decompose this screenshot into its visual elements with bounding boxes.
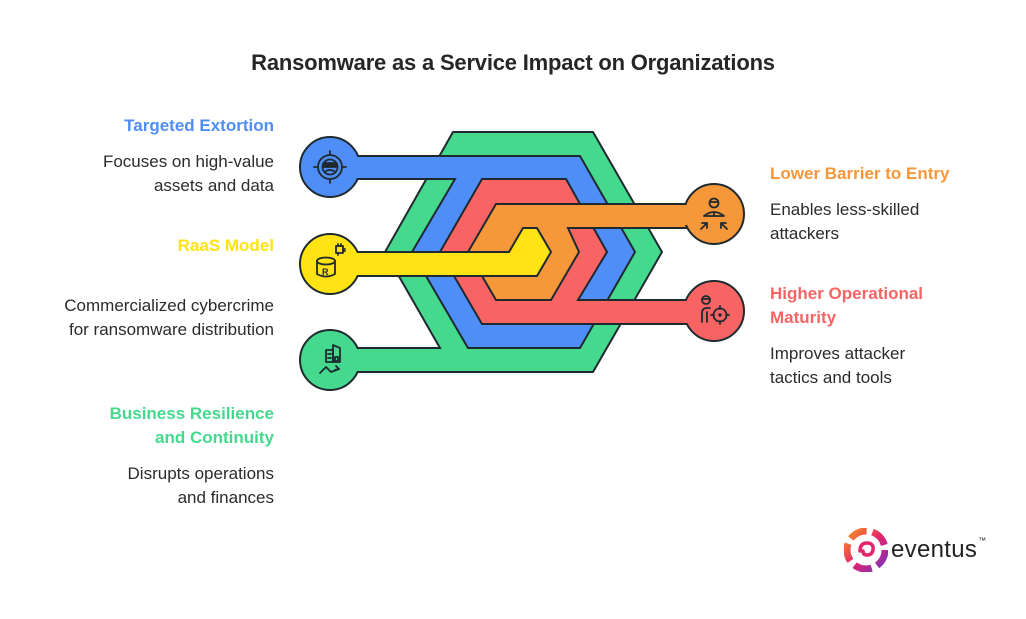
description-line: Enables less-skilled: [770, 200, 920, 219]
description-line: tactics and tools: [770, 368, 892, 387]
description-line: Focuses on high-value: [102, 152, 274, 171]
page-title: Ransomware as a Service Impact on Organi…: [251, 50, 775, 75]
user-converging-arrows-icon: [700, 197, 728, 230]
business-resilience-label: Business Resilience and Continuity: [40, 402, 274, 450]
description-line: and finances: [177, 488, 274, 507]
raas-model-label: RaaS Model: [177, 236, 274, 255]
higher-maturity-label: Higher Operational Maturity: [770, 282, 1010, 330]
higher-maturity-description: Improves attacker tactics and tools: [770, 342, 1010, 390]
eventus-logo-mark-icon: [844, 528, 888, 572]
ransomware-database-chip-icon: R: [316, 243, 346, 278]
targeted-extortion-description: Focuses on high-value assets and data: [40, 150, 274, 198]
targeted-extortion-label: Targeted Extortion: [124, 116, 274, 135]
description-line: attackers: [770, 224, 839, 243]
masked-hacker-target-icon: [313, 150, 347, 184]
lower-barrier-description: Enables less-skilled attackers: [770, 198, 1010, 246]
label-line: Maturity: [770, 308, 837, 327]
trademark-symbol: ™: [978, 535, 987, 545]
eventus-logo: eventus ™: [844, 528, 986, 572]
description-line: Commercialized cybercrime: [64, 296, 274, 315]
raas-model-description: Commercialized cybercrime for ransomware…: [10, 294, 274, 342]
eventus-wordmark: eventus: [891, 536, 978, 563]
business-decline-icon: [319, 344, 341, 374]
lower-barrier-label: Lower Barrier to Entry: [770, 164, 950, 183]
description-line: Improves attacker: [770, 344, 906, 363]
description-line: assets and data: [153, 176, 274, 195]
description-line: Disrupts operations: [127, 464, 274, 483]
attacker-crosshair-icon: [701, 295, 730, 325]
label-line: Business Resilience: [109, 404, 274, 423]
business-resilience-description: Disrupts operations and finances: [40, 462, 274, 510]
yellow-band: [329, 227, 553, 277]
label-line: and Continuity: [155, 428, 274, 447]
label-line: Higher Operational: [770, 284, 924, 303]
svg-text:R: R: [322, 267, 329, 277]
description-line: for ransomware distribution: [68, 320, 274, 339]
